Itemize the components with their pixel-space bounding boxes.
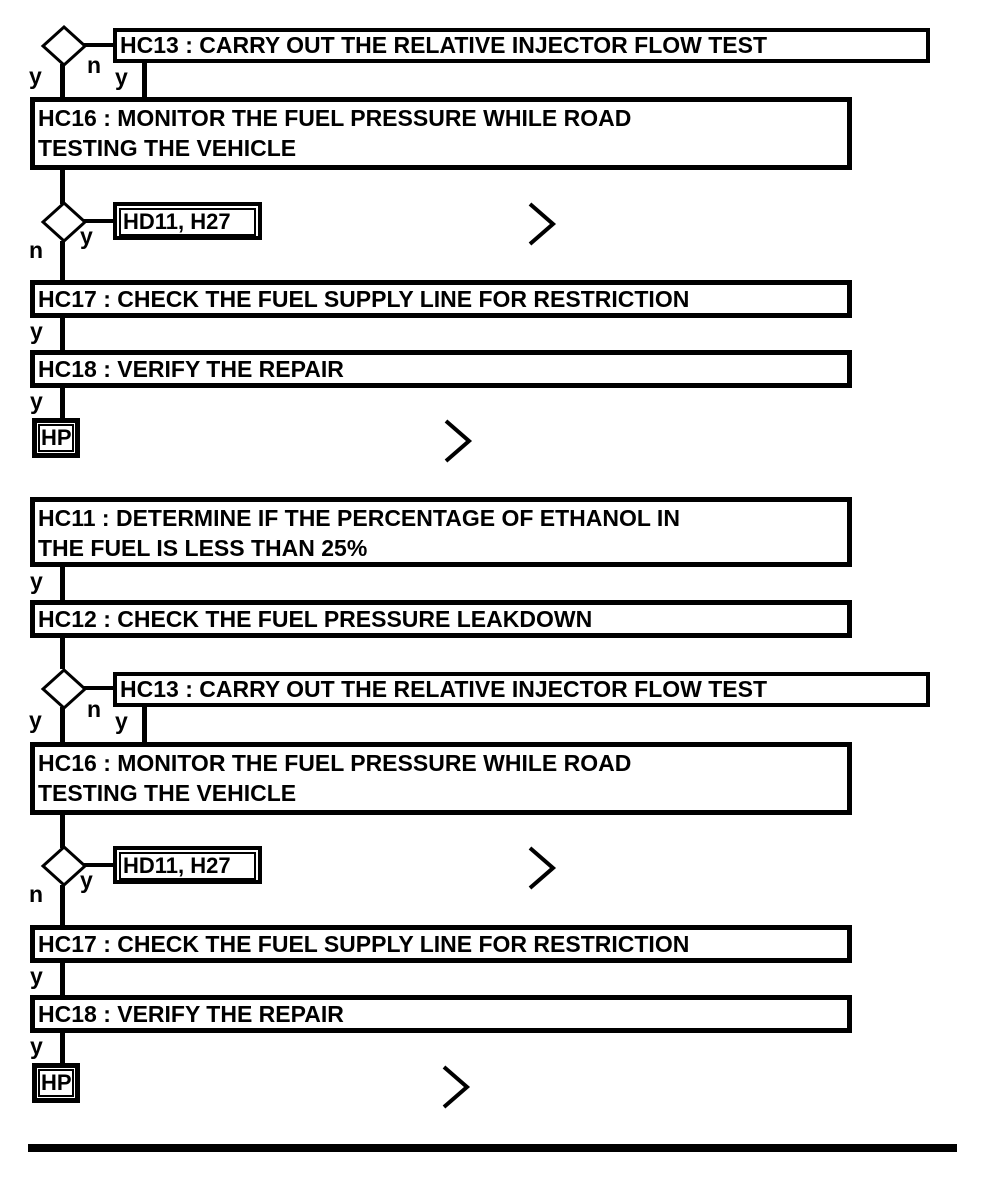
link-box-hd11[interactable]: HD11, H27 (113, 846, 262, 884)
connector-line (84, 219, 115, 223)
connector-line (60, 64, 65, 99)
link-label: HP (38, 1069, 74, 1097)
step-label-line1: HC16 : MONITOR THE FUEL PRESSURE WHILE R… (38, 105, 632, 131)
branch-label-yes: y (80, 223, 93, 249)
branch-label-yes: y (29, 63, 42, 89)
decision-diamond-icon (40, 667, 88, 711)
link-box-hp[interactable]: HP (32, 1063, 80, 1103)
branch-label-yes: y (30, 1033, 43, 1059)
branch-label-yes: y (115, 64, 128, 90)
link-label: HP (38, 424, 74, 452)
branch-label-yes: y (30, 318, 43, 344)
link-label: HD11, H27 (119, 852, 256, 880)
step-label: HC13 : CARRY OUT THE RELATIVE INJECTOR F… (120, 676, 768, 702)
step-box-hc13[interactable]: HC13 : CARRY OUT THE RELATIVE INJECTOR F… (113, 28, 930, 63)
connector-line (60, 707, 65, 742)
step-label: HC17 : CHECK THE FUEL SUPPLY LINE FOR RE… (38, 931, 690, 957)
connector-line (142, 61, 147, 99)
branch-label-yes: y (115, 708, 128, 734)
continuation-chevron-icon (442, 1065, 471, 1109)
connector-line (84, 43, 115, 47)
step-label: HC18 : VERIFY THE REPAIR (38, 1001, 344, 1027)
connector-line (142, 705, 147, 742)
connector-line (60, 318, 65, 350)
branch-label-yes: y (30, 963, 43, 989)
link-box-hd11[interactable]: HD11, H27 (113, 202, 262, 240)
branch-label-no: n (29, 881, 44, 907)
step-box-hc18[interactable]: HC18 : VERIFY THE REPAIR (30, 995, 852, 1033)
branch-label-yes: y (30, 388, 43, 414)
connector-line (84, 686, 115, 690)
connector-line (60, 241, 65, 280)
step-box-hc12[interactable]: HC12 : CHECK THE FUEL PRESSURE LEAKDOWN (30, 600, 852, 638)
step-label-line2: THE FUEL IS LESS THAN 25% (38, 535, 368, 561)
connector-line (60, 815, 65, 848)
step-box-hc16[interactable]: HC16 : MONITOR THE FUEL PRESSURE WHILE R… (30, 742, 852, 815)
step-box-hc13[interactable]: HC13 : CARRY OUT THE RELATIVE INJECTOR F… (113, 672, 930, 707)
continuation-chevron-icon (528, 202, 557, 246)
connector-line (60, 638, 65, 669)
decision-diamond-icon (40, 24, 88, 68)
connector-line (60, 170, 65, 204)
branch-label-no: n (87, 52, 102, 78)
connector-line (60, 963, 65, 995)
connector-line (60, 885, 65, 925)
link-box-hp[interactable]: HP (32, 418, 80, 458)
branch-label-no: n (29, 237, 44, 263)
step-box-hc17[interactable]: HC17 : CHECK THE FUEL SUPPLY LINE FOR RE… (30, 925, 852, 963)
branch-label-yes: y (30, 568, 43, 594)
continuation-chevron-icon (528, 846, 557, 890)
step-box-hc17[interactable]: HC17 : CHECK THE FUEL SUPPLY LINE FOR RE… (30, 280, 852, 318)
continuation-chevron-icon (444, 419, 473, 463)
step-label-line2: TESTING THE VEHICLE (38, 135, 297, 161)
step-label: HC12 : CHECK THE FUEL PRESSURE LEAKDOWN (38, 606, 593, 632)
step-label: HC18 : VERIFY THE REPAIR (38, 356, 344, 382)
step-label-line2: TESTING THE VEHICLE (38, 780, 297, 806)
link-label: HD11, H27 (119, 208, 256, 236)
branch-label-no: n (87, 696, 102, 722)
step-box-hc16[interactable]: HC16 : MONITOR THE FUEL PRESSURE WHILE R… (30, 97, 852, 170)
step-box-hc11[interactable]: HC11 : DETERMINE IF THE PERCENTAGE OF ET… (30, 497, 852, 567)
step-label: HC13 : CARRY OUT THE RELATIVE INJECTOR F… (120, 32, 768, 58)
step-box-hc18[interactable]: HC18 : VERIFY THE REPAIR (30, 350, 852, 388)
step-label-line1: HC16 : MONITOR THE FUEL PRESSURE WHILE R… (38, 750, 632, 776)
connector-line (60, 1033, 65, 1063)
branch-label-yes: y (29, 707, 42, 733)
step-label-line1: HC11 : DETERMINE IF THE PERCENTAGE OF ET… (38, 505, 680, 531)
bottom-separator-rule (28, 1144, 957, 1152)
step-label: HC17 : CHECK THE FUEL SUPPLY LINE FOR RE… (38, 286, 690, 312)
branch-label-yes: y (80, 867, 93, 893)
connector-line (60, 567, 65, 600)
connector-line (84, 863, 115, 867)
connector-line (60, 388, 65, 418)
